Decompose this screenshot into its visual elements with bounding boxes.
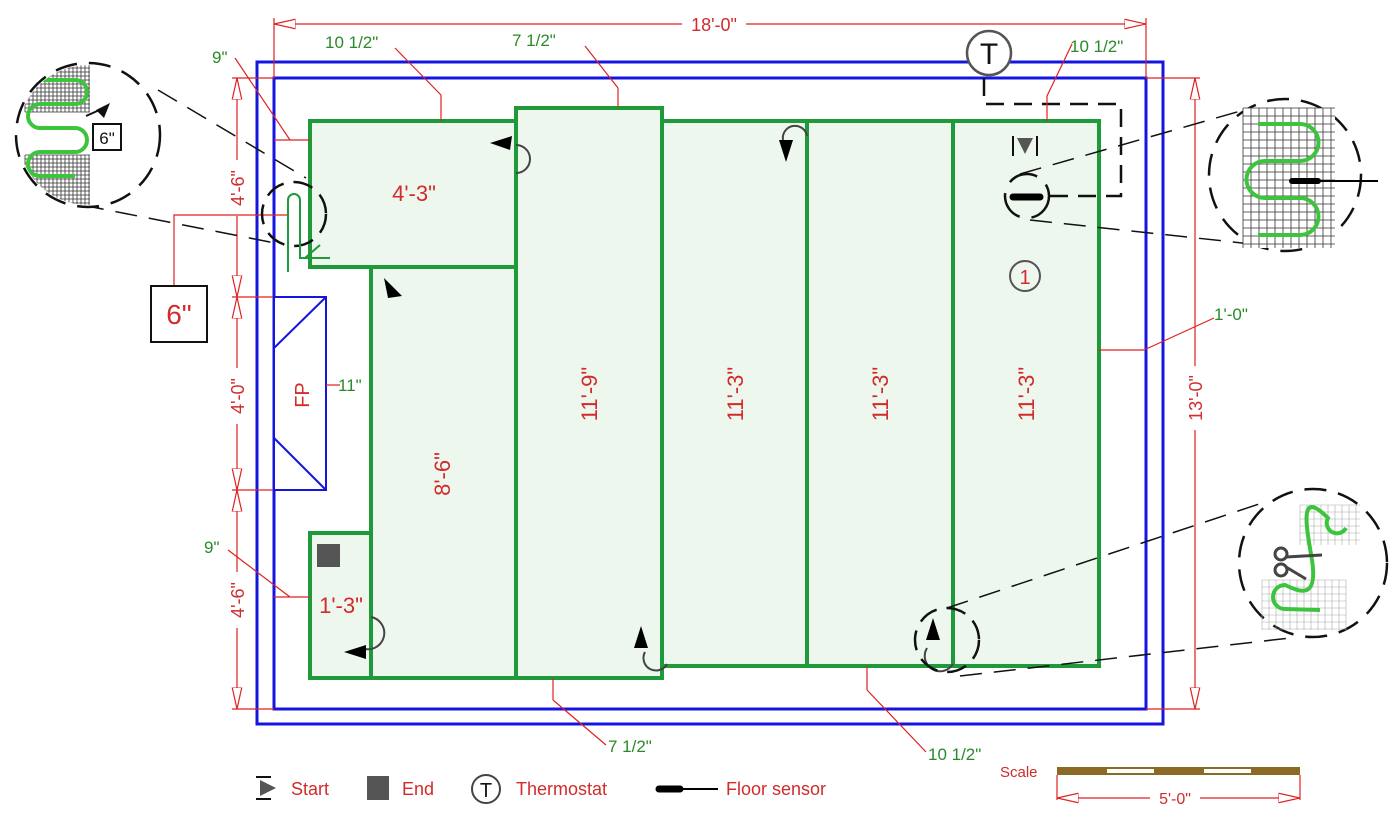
top-left-spacing: 9"	[212, 48, 228, 67]
arrow-left-icon	[344, 645, 366, 659]
overall-width-label: 18'-0"	[691, 15, 737, 35]
scale-bar: Scale 5'-0"	[1000, 764, 1301, 808]
mat-3-label: 1'-3"	[319, 593, 363, 618]
left-bottom-dimension: 4'-6"	[228, 582, 248, 618]
arrow-down-right-icon	[384, 278, 402, 298]
arrow-up-icon	[926, 618, 940, 640]
arrow-up-icon	[634, 626, 648, 648]
fireplace: FP	[273, 296, 327, 491]
fireplace-label: FP	[292, 382, 314, 408]
mat-6-label: 11'-3"	[868, 367, 893, 421]
mat-2[interactable]	[369, 265, 518, 680]
turn-spacing-box-label: 6"	[166, 299, 192, 330]
top-spacing-2: 7 1/2"	[512, 31, 556, 50]
bottom-spacing-1: 7 1/2"	[608, 737, 652, 756]
top-spacing-right: 10 1/2"	[1070, 37, 1123, 56]
end-marker-icon	[317, 544, 340, 567]
turn-spacing-callout: 6"	[150, 214, 289, 343]
left-top-dimension: 4'-6"	[228, 170, 248, 206]
left-middle-dimension: 4'-0"	[228, 378, 248, 414]
scissors-icon	[1273, 546, 1323, 581]
top-spacing-1: 10 1/2"	[325, 33, 378, 52]
mat-7[interactable]	[951, 119, 1101, 668]
start-marker-icon	[1012, 136, 1038, 156]
legend-end-icon	[367, 776, 389, 800]
heating-mats	[308, 106, 1101, 680]
detail-callout-turn: 6"	[14, 61, 307, 244]
mat-6[interactable]	[805, 119, 955, 668]
mat-1-label: 4'-3"	[392, 181, 436, 206]
legend-start-label: Start	[291, 779, 329, 799]
mat-5-label: 11'-3"	[723, 367, 748, 421]
overall-width-dimension: 18'-0"	[273, 14, 1147, 78]
fireplace-gap-label: 11"	[338, 376, 362, 395]
mat-7-label: 11'-3"	[1014, 367, 1039, 421]
arrow-left-icon	[490, 136, 512, 150]
legend-start-icon	[256, 776, 276, 800]
mat-4[interactable]	[514, 106, 664, 680]
bottom-spacing-2: 10 1/2"	[928, 745, 981, 764]
turn-highlight	[260, 180, 330, 272]
mat-2-label: 8'-6"	[430, 452, 455, 496]
legend-end-label: End	[402, 779, 434, 799]
bottom-left-spacing: 9"	[204, 538, 220, 557]
zone-marker	[1009, 260, 1041, 292]
thermostat-wire	[982, 78, 1123, 198]
detail-callout-sensor	[1019, 97, 1378, 253]
sensor-highlight	[1003, 172, 1051, 220]
left-dimension-chain: 4'-6" 4'-0" 4'-6"	[226, 77, 274, 710]
direction-arrows	[344, 124, 954, 673]
detail-callout-cut	[913, 487, 1389, 677]
thermostat-icon[interactable]	[965, 29, 1013, 77]
zone-label: 1	[1019, 267, 1030, 289]
overall-height-label: 13'-0"	[1186, 375, 1206, 421]
legend: Start End T Thermostat Floor sensor	[256, 774, 826, 804]
legend-floor-sensor-label: Floor sensor	[726, 779, 826, 799]
overall-height-dimension: 13'-0"	[1146, 77, 1206, 710]
thermostat-symbol: T	[980, 38, 998, 71]
detail-turn-spacing-label: 6"	[99, 129, 115, 148]
legend-thermostat-icon	[471, 774, 501, 804]
scale-label: Scale	[1000, 764, 1038, 781]
scale-length-label: 5'-0"	[1159, 791, 1191, 808]
legend-thermostat-symbol: T	[480, 780, 492, 802]
arrow-down-icon	[779, 140, 793, 162]
right-gap-label: 1'-0"	[1214, 305, 1248, 324]
spacing-dims: 9" 10 1/2" 7 1/2" 10 1/2" 9" 7 1/2" 10 1…	[204, 31, 1248, 764]
legend-thermostat-label: Thermostat	[516, 779, 607, 799]
outer-wall	[255, 60, 1165, 726]
mat-4-label: 11'-9"	[577, 367, 602, 421]
